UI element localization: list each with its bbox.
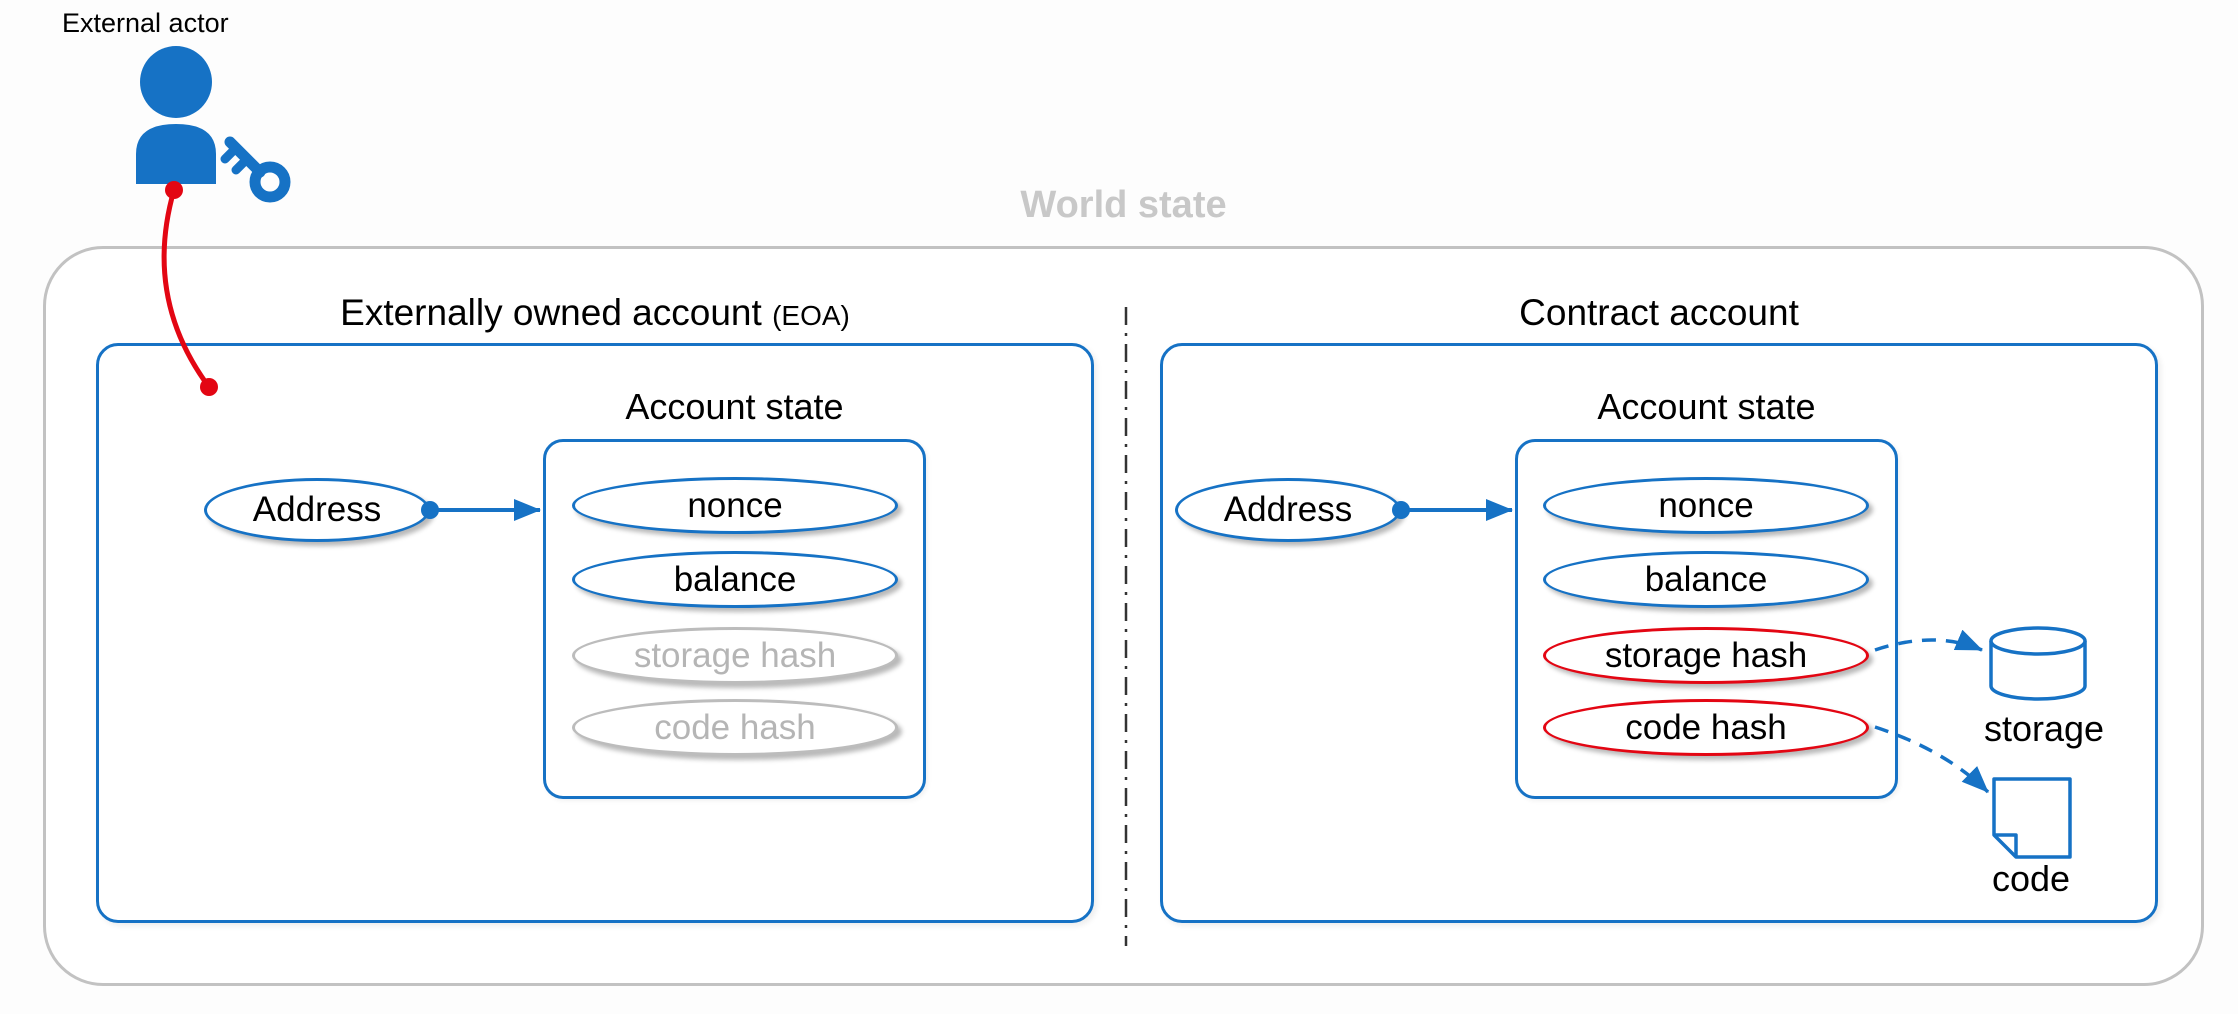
eoa-field-nonce: nonce <box>572 477 898 534</box>
eoa-address-ellipse: Address <box>204 478 430 542</box>
external-actor-label: External actor <box>62 8 229 38</box>
contract-field-code-hash: code hash <box>1543 699 1869 756</box>
storage-label: storage <box>1983 708 2105 749</box>
eoa-title-suffix: (EOA) <box>772 300 850 331</box>
contract-field-storage-hash: storage hash <box>1543 627 1869 684</box>
eoa-field-code-hash: code hash <box>572 699 898 756</box>
contract-field-balance-label: balance <box>1644 559 1768 599</box>
code-label: code <box>1991 858 2071 899</box>
eoa-field-balance: balance <box>572 551 898 608</box>
contract-field-nonce-label: nonce <box>1658 485 1754 525</box>
eoa-field-nonce-label: nonce <box>687 485 783 525</box>
contract-address-label: Address <box>1223 490 1353 529</box>
eoa-field-storage-hash-label: storage hash <box>633 635 837 675</box>
eoa-field-code-hash-label: code hash <box>654 707 816 747</box>
eoa-account-state-title: Account state <box>625 386 844 427</box>
contract-field-nonce: nonce <box>1543 477 1869 534</box>
contract-title: Contract account <box>1519 292 1799 333</box>
contract-address-ellipse: Address <box>1175 478 1401 542</box>
eoa-field-storage-hash: storage hash <box>572 627 898 684</box>
world-state-label: World state <box>1020 184 1227 226</box>
person-icon <box>136 46 216 184</box>
contract-field-storage-hash-label: storage hash <box>1604 635 1808 675</box>
contract-field-balance: balance <box>1543 551 1869 608</box>
eoa-title-text: Externally owned account <box>340 292 762 333</box>
eoa-field-balance-label: balance <box>673 559 797 599</box>
contract-account-state-title: Account state <box>1597 386 1816 427</box>
eoa-address-label: Address <box>252 490 382 529</box>
eoa-title: Externally owned account (EOA) <box>96 292 1094 334</box>
contract-field-code-hash-label: code hash <box>1625 707 1787 747</box>
